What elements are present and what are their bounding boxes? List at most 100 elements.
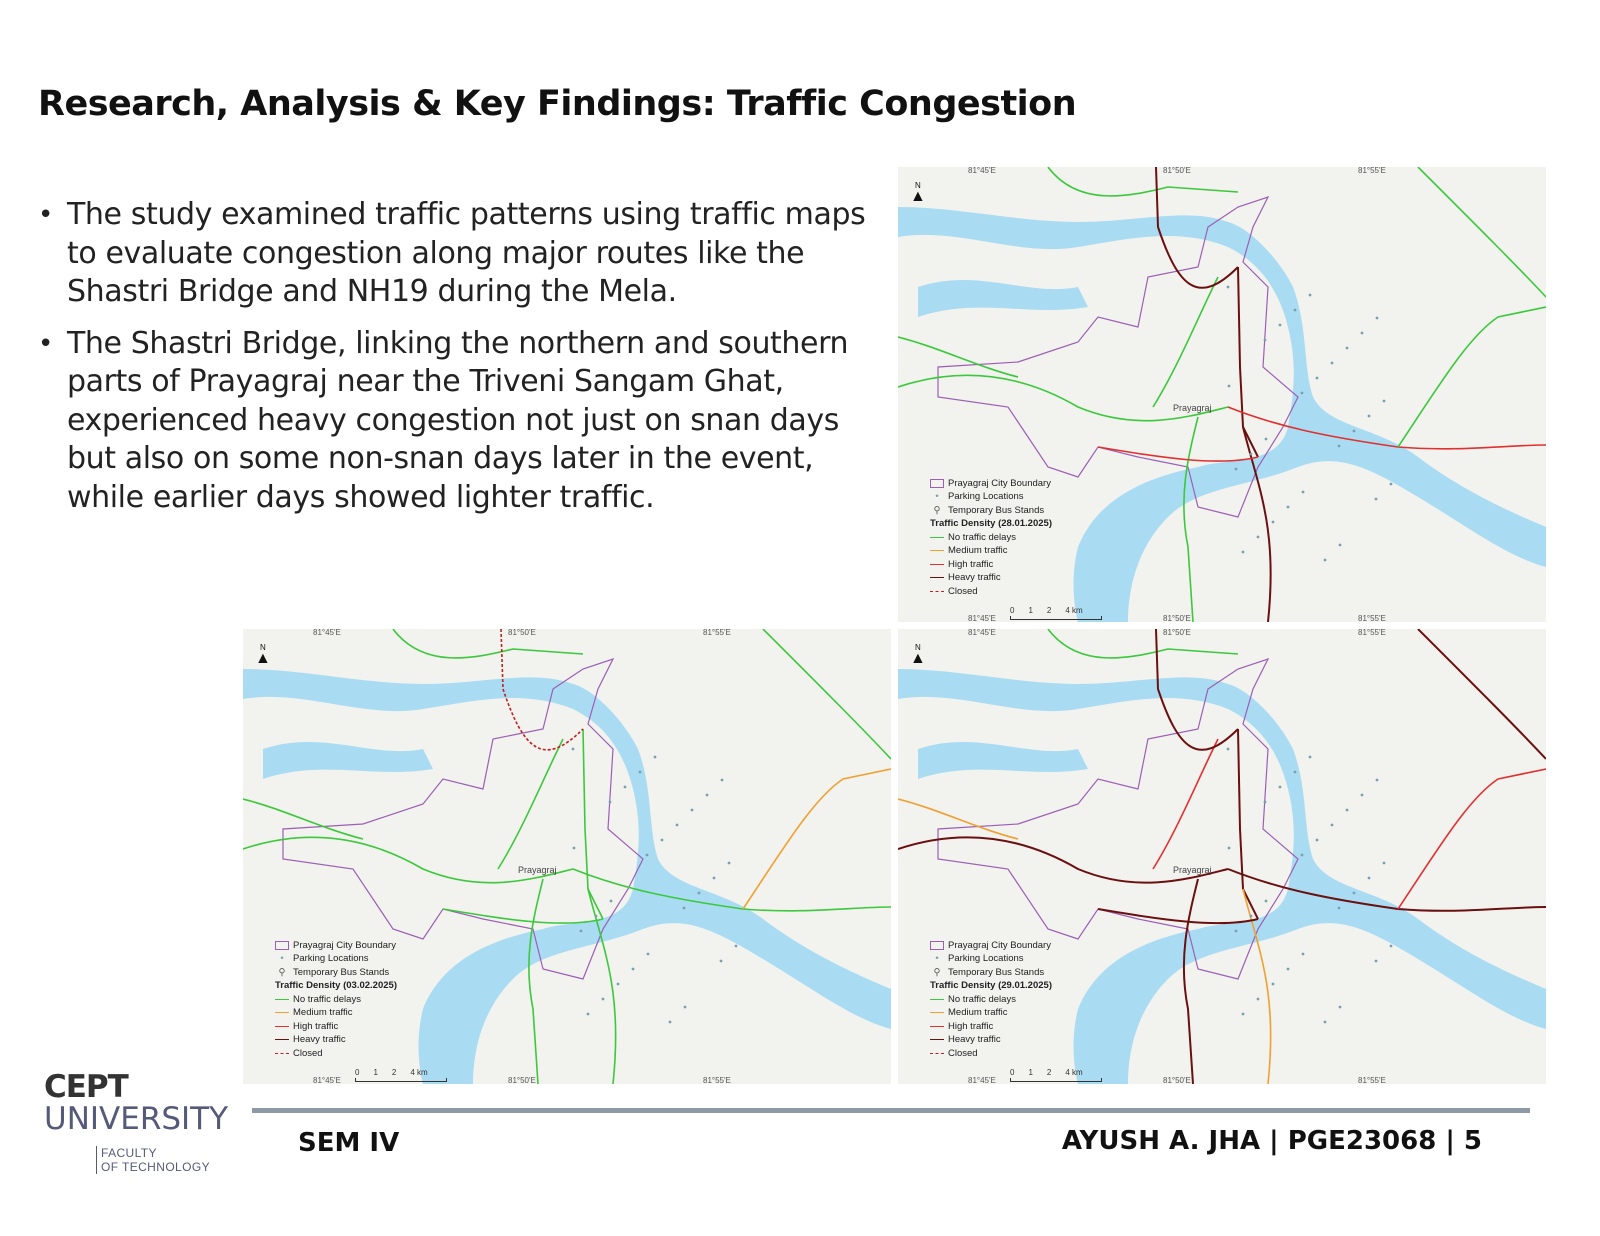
parking-dot [1286, 967, 1290, 971]
parking-dot [682, 906, 686, 910]
legend-item: Heavy traffic [930, 571, 1052, 585]
parking-dot [1271, 982, 1275, 986]
legend-item: Closed [930, 585, 1052, 599]
legend-parking: •Parking Locations [935, 953, 1024, 964]
coord-label-bottom: 81°45'E [968, 614, 996, 622]
north-arrow-icon: N▲ [910, 181, 926, 205]
legend-bus-stand: ⚲Temporary Bus Stands [278, 966, 390, 978]
coord-label-top: 81°50'E [1163, 629, 1191, 637]
parking-dot [1308, 755, 1312, 759]
parking-dot [705, 793, 709, 797]
parking-dot [646, 952, 650, 956]
parking-dot [1300, 391, 1304, 395]
parking-dot [1227, 846, 1231, 850]
parking-dot [1293, 308, 1297, 312]
coord-label-bottom: 81°50'E [508, 1076, 536, 1084]
coord-label-top: 81°50'E [1163, 167, 1191, 175]
coord-label-bottom: 81°55'E [1358, 1076, 1386, 1084]
bullet-marker: • [38, 328, 53, 359]
city-label: Prayagraj [1173, 865, 1212, 875]
bullet-text: The Shastri Bridge, linking the northern… [67, 325, 849, 515]
traffic-route [742, 768, 891, 910]
traffic-route [1237, 266, 1259, 458]
parking-dot [1226, 285, 1230, 289]
parking-dot [1375, 778, 1379, 782]
traffic-route [1417, 167, 1546, 298]
parking-dot [1315, 376, 1319, 380]
legend-item: Medium traffic [930, 544, 1052, 558]
city-boundary [937, 195, 1299, 518]
coord-label-top: 81°45'E [968, 167, 996, 175]
legend-item: Closed [930, 1047, 1052, 1061]
parking-dot [1301, 490, 1305, 494]
traffic-route [898, 374, 1229, 422]
map-legend: Prayagraj City Boundary•Parking Location… [930, 477, 1052, 599]
parking-dot [734, 944, 738, 948]
scale-tick: 2 [1046, 1068, 1052, 1077]
traffic-route [1242, 888, 1272, 1084]
legend-bus-stand: ⚲Temporary Bus Stands [933, 966, 1045, 978]
traffic-route [1155, 167, 1239, 289]
parking-dot [601, 997, 605, 1001]
legend-density-title: Traffic Density (29.01.2025) [930, 980, 1052, 991]
parking-dot [1263, 338, 1267, 342]
traffic-route [1097, 908, 1259, 925]
parking-dot [586, 1012, 590, 1016]
logo-cept: CEPT [44, 1069, 129, 1105]
traffic-route [898, 798, 1019, 840]
legend-density-title: Traffic Density (03.02.2025) [275, 980, 397, 991]
scale-tick: 1 [1028, 606, 1033, 615]
parking-dot [579, 929, 583, 933]
coord-label-top: 81°55'E [1358, 629, 1386, 637]
parking-dot [631, 967, 635, 971]
coord-label-top: 81°50'E [508, 629, 536, 637]
legend-boundary: Prayagraj City Boundary [930, 477, 1052, 491]
river-shape [918, 279, 1088, 317]
coord-label-top: 81°45'E [968, 629, 996, 637]
parking-dot [1382, 861, 1386, 865]
parking-dot [1278, 323, 1282, 327]
parking-dot [1389, 482, 1393, 486]
scale-tick: 4 km [1065, 1068, 1083, 1077]
traffic-route [572, 868, 891, 912]
parking-dot [1382, 399, 1386, 403]
traffic-route [1182, 878, 1199, 1084]
parking-dot [727, 861, 731, 865]
legend-boundary: Prayagraj City Boundary [930, 939, 1052, 953]
traffic-route [898, 336, 1019, 378]
parking-dot [1367, 414, 1371, 418]
page-title: Research, Analysis & Key Findings: Traff… [38, 84, 1077, 124]
scale-tick: 0 [1010, 1068, 1015, 1077]
traffic-route [528, 878, 544, 1084]
parking-dot [1263, 800, 1267, 804]
parking-dot [1234, 929, 1238, 933]
legend-item: High traffic [275, 1020, 397, 1034]
traffic-route [1227, 406, 1546, 450]
river-shape [918, 741, 1088, 779]
parking-dot [1241, 550, 1245, 554]
legend-bus-stand: ⚲Temporary Bus Stands [933, 504, 1045, 516]
parking-dot [1300, 853, 1304, 857]
coord-label-bottom: 81°45'E [313, 1076, 341, 1084]
legend-item: Medium traffic [275, 1006, 397, 1020]
parking-dot [1323, 558, 1327, 562]
coord-label-top: 81°45'E [313, 629, 341, 637]
coord-label-top: 81°55'E [703, 629, 731, 637]
map-canvas [243, 629, 891, 1084]
parking-dot [1360, 331, 1364, 335]
traffic-route [1397, 768, 1546, 910]
parking-dot [1352, 891, 1356, 895]
logo-university: UNIVERSITY [44, 1101, 229, 1137]
parking-dot [1278, 785, 1282, 789]
legend-density-title: Traffic Density (28.01.2025) [930, 518, 1052, 529]
legend-item: No traffic delays [930, 993, 1052, 1007]
semester-label: SEM IV [298, 1128, 400, 1158]
north-arrow-icon: N▲ [910, 643, 926, 667]
traffic-route [1417, 629, 1546, 760]
traffic-route [1183, 416, 1199, 622]
parking-dot [645, 853, 649, 857]
